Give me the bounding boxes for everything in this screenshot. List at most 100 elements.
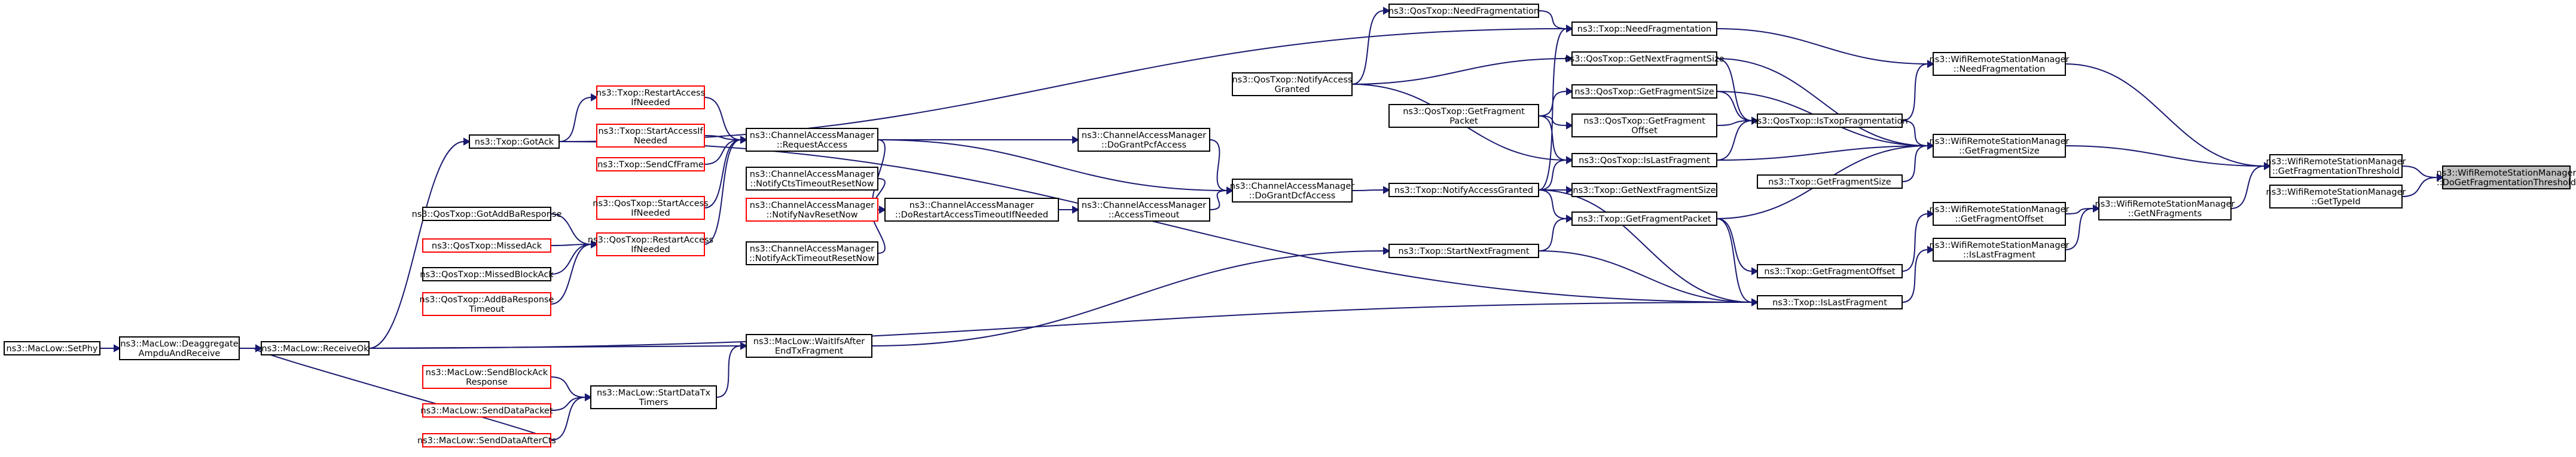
- graph-node[interactable]: ns3::QosTxop::IsTxopFragmentation: [1751, 114, 1908, 128]
- graph-node[interactable]: ns3::Txop::GetNextFragmentSize: [1571, 183, 1717, 197]
- node-box: [746, 334, 872, 358]
- call-edge: [716, 345, 741, 398]
- call-edge: [550, 244, 592, 275]
- node-box: [1757, 114, 1903, 128]
- node-box: [1571, 153, 1717, 167]
- graph-node[interactable]: ns3::QosTxop::GotAddBaResponse: [412, 207, 562, 221]
- node-label: ::NotifyCtsTimeoutResetNow: [750, 179, 874, 189]
- node-box: [261, 341, 370, 355]
- edge-arrowhead: [1751, 116, 1759, 125]
- node-label: ns3::QosTxop::IsLastFragment: [1579, 156, 1710, 165]
- graph-node[interactable]: ns3::ChannelAccessManager::NotifyNavRese…: [746, 198, 878, 222]
- graph-node[interactable]: ns3::QosTxop::MissedAck: [422, 238, 551, 253]
- node-label: ns3::Txop::NeedFragmentation: [1577, 24, 1711, 34]
- graph-node[interactable]: ns3::ChannelAccessManager::NotifyAckTime…: [746, 241, 878, 265]
- call-edge: [1538, 250, 1753, 303]
- node-label: ns3::Txop::GetNextFragmentSize: [1573, 186, 1716, 195]
- graph-node[interactable]: ns3::WifiRemoteStationManager::GetFragme…: [2266, 154, 2406, 178]
- graph-node[interactable]: ns3::WifiRemoteStationManager::GetFragme…: [1930, 202, 2070, 226]
- graph-node[interactable]: ns3::MacLow::SetPhy: [4, 341, 100, 355]
- graph-node[interactable]: ns3::QosTxop::NeedFragmentation: [1388, 4, 1539, 18]
- node-box: [422, 292, 551, 316]
- graph-node[interactable]: ns3::ChannelAccessManager::DoGrantPcfAcc…: [1078, 128, 1210, 152]
- graph-node[interactable]: ns3::QosTxop::IsLastFragment: [1571, 153, 1717, 167]
- graph-node[interactable]: ns3::Txop::GetFragmentPacket: [1571, 211, 1717, 226]
- call-edge: [704, 139, 741, 208]
- graph-node[interactable]: ns3::WifiRemoteStationManager::NeedFragm…: [1930, 52, 2070, 76]
- node-label: IfNeeded: [631, 98, 670, 108]
- call-edge: [1538, 218, 1567, 251]
- call-edge: [2065, 208, 2094, 250]
- graph-node[interactable]: ns3::WifiRemoteStationManager::GetTypeId: [2266, 185, 2406, 208]
- node-box: [422, 433, 551, 447]
- call-edge: [1716, 120, 1753, 126]
- node-label: ns3::ChannelAccessManager: [909, 201, 1034, 210]
- node-box: [1571, 114, 1717, 137]
- node-label: ns3::Txop::NotifyAccessGranted: [1394, 186, 1533, 195]
- graph-node[interactable]: ns3::Txop::NeedFragmentation: [1571, 22, 1717, 36]
- call-edge: [1716, 91, 1753, 121]
- call-edge: [704, 97, 741, 140]
- graph-node[interactable]: ns3::QosTxop::GetFragmentPacket: [1388, 104, 1539, 128]
- node-label: ns3::WifiRemoteStationManager: [2437, 168, 2576, 178]
- graph-node[interactable]: ns3::Txop::GetFragmentSize: [1757, 174, 1903, 189]
- graph-node[interactable]: ns3::QosTxop::NotifyAccessGranted: [1232, 72, 1353, 96]
- edge-arrowhead: [2437, 173, 2444, 182]
- edge-arrowhead: [1566, 156, 1574, 164]
- call-edge: [1716, 58, 1928, 146]
- graph-node[interactable]: ns3::Txop::SendCfFrame: [596, 157, 705, 171]
- edge-arrowhead: [879, 206, 887, 214]
- node-label: AmpduAndReceive: [139, 349, 221, 358]
- edge-arrowhead: [255, 344, 263, 352]
- call-edge: [1351, 10, 1384, 85]
- call-edge: [877, 139, 1228, 191]
- graph-node[interactable]: ns3::QosTxop::GetNextFragmentSize: [1564, 51, 1725, 66]
- node-box: [2269, 185, 2403, 208]
- node-label: Offset: [1631, 126, 1658, 136]
- edge-arrowhead: [463, 137, 471, 146]
- node-label: ns3::Txop::RestartAccess: [596, 88, 705, 98]
- call-edge: [1538, 189, 1753, 303]
- node-label: ns3::ChannelAccessManager: [750, 170, 875, 179]
- graph-node[interactable]: ns3::WifiRemoteStationManager::DoGetFrag…: [2437, 165, 2576, 189]
- node-box: [1757, 295, 1903, 309]
- graph-node[interactable]: ns3::WifiRemoteStationManager::GetFragme…: [1930, 134, 2070, 158]
- graph-node[interactable]: ns3::Txop::StartNextFragment: [1388, 244, 1539, 258]
- graph-node[interactable]: ns3::ChannelAccessManager::RequestAccess: [746, 128, 878, 152]
- graph-node[interactable]: ns3::Txop::IsLastFragment: [1757, 295, 1903, 309]
- graph-node[interactable]: ns3::ChannelAccessManager::DoGrantDcfAcc…: [1230, 179, 1355, 203]
- graph-node[interactable]: ns3::ChannelAccessManager::AccessTimeout: [1078, 198, 1210, 222]
- node-box: [590, 385, 717, 409]
- node-box: [119, 336, 240, 360]
- graph-node[interactable]: ns3::Txop::GotAck: [469, 134, 560, 149]
- graph-node[interactable]: ns3::MacLow::SendDataPacket: [420, 403, 553, 418]
- call-edge: [704, 139, 741, 165]
- graph-node[interactable]: ns3::MacLow::ReceiveOk: [261, 341, 370, 355]
- graph-node[interactable]: ns3::QosTxop::GetFragmentSize: [1571, 84, 1717, 99]
- node-box: [1388, 104, 1539, 128]
- node-label: Timeout: [468, 305, 505, 314]
- node-label: ::RequestAccess: [777, 140, 847, 150]
- graph-node[interactable]: ns3::MacLow::SendDataAfterCts: [417, 433, 556, 447]
- graph-node[interactable]: ns3::Txop::NotifyAccessGranted: [1388, 183, 1539, 197]
- graph-node[interactable]: ns3::QosTxop::MissedBlockAck: [420, 267, 554, 281]
- graph-node[interactable]: ns3::Txop::GetFragmentOffset: [1757, 264, 1903, 278]
- edge-arrowhead: [1566, 54, 1574, 63]
- graph-node[interactable]: ns3::WifiRemoteStationManager::GetNFragm…: [2095, 197, 2235, 220]
- call-edge: [550, 213, 592, 245]
- graph-node[interactable]: ns3::QosTxop::GetFragmentOffset: [1571, 114, 1717, 137]
- graph-node[interactable]: ns3::ChannelAccessManager::NotifyCtsTime…: [746, 167, 878, 191]
- node-label: ns3::Txop::GotAck: [475, 137, 554, 147]
- node-box: [4, 341, 100, 355]
- graph-node[interactable]: ns3::ChannelAccessManager::DoRestartAcce…: [884, 198, 1059, 222]
- graph-node[interactable]: ns3::WifiRemoteStationManager::IsLastFra…: [1930, 238, 2070, 262]
